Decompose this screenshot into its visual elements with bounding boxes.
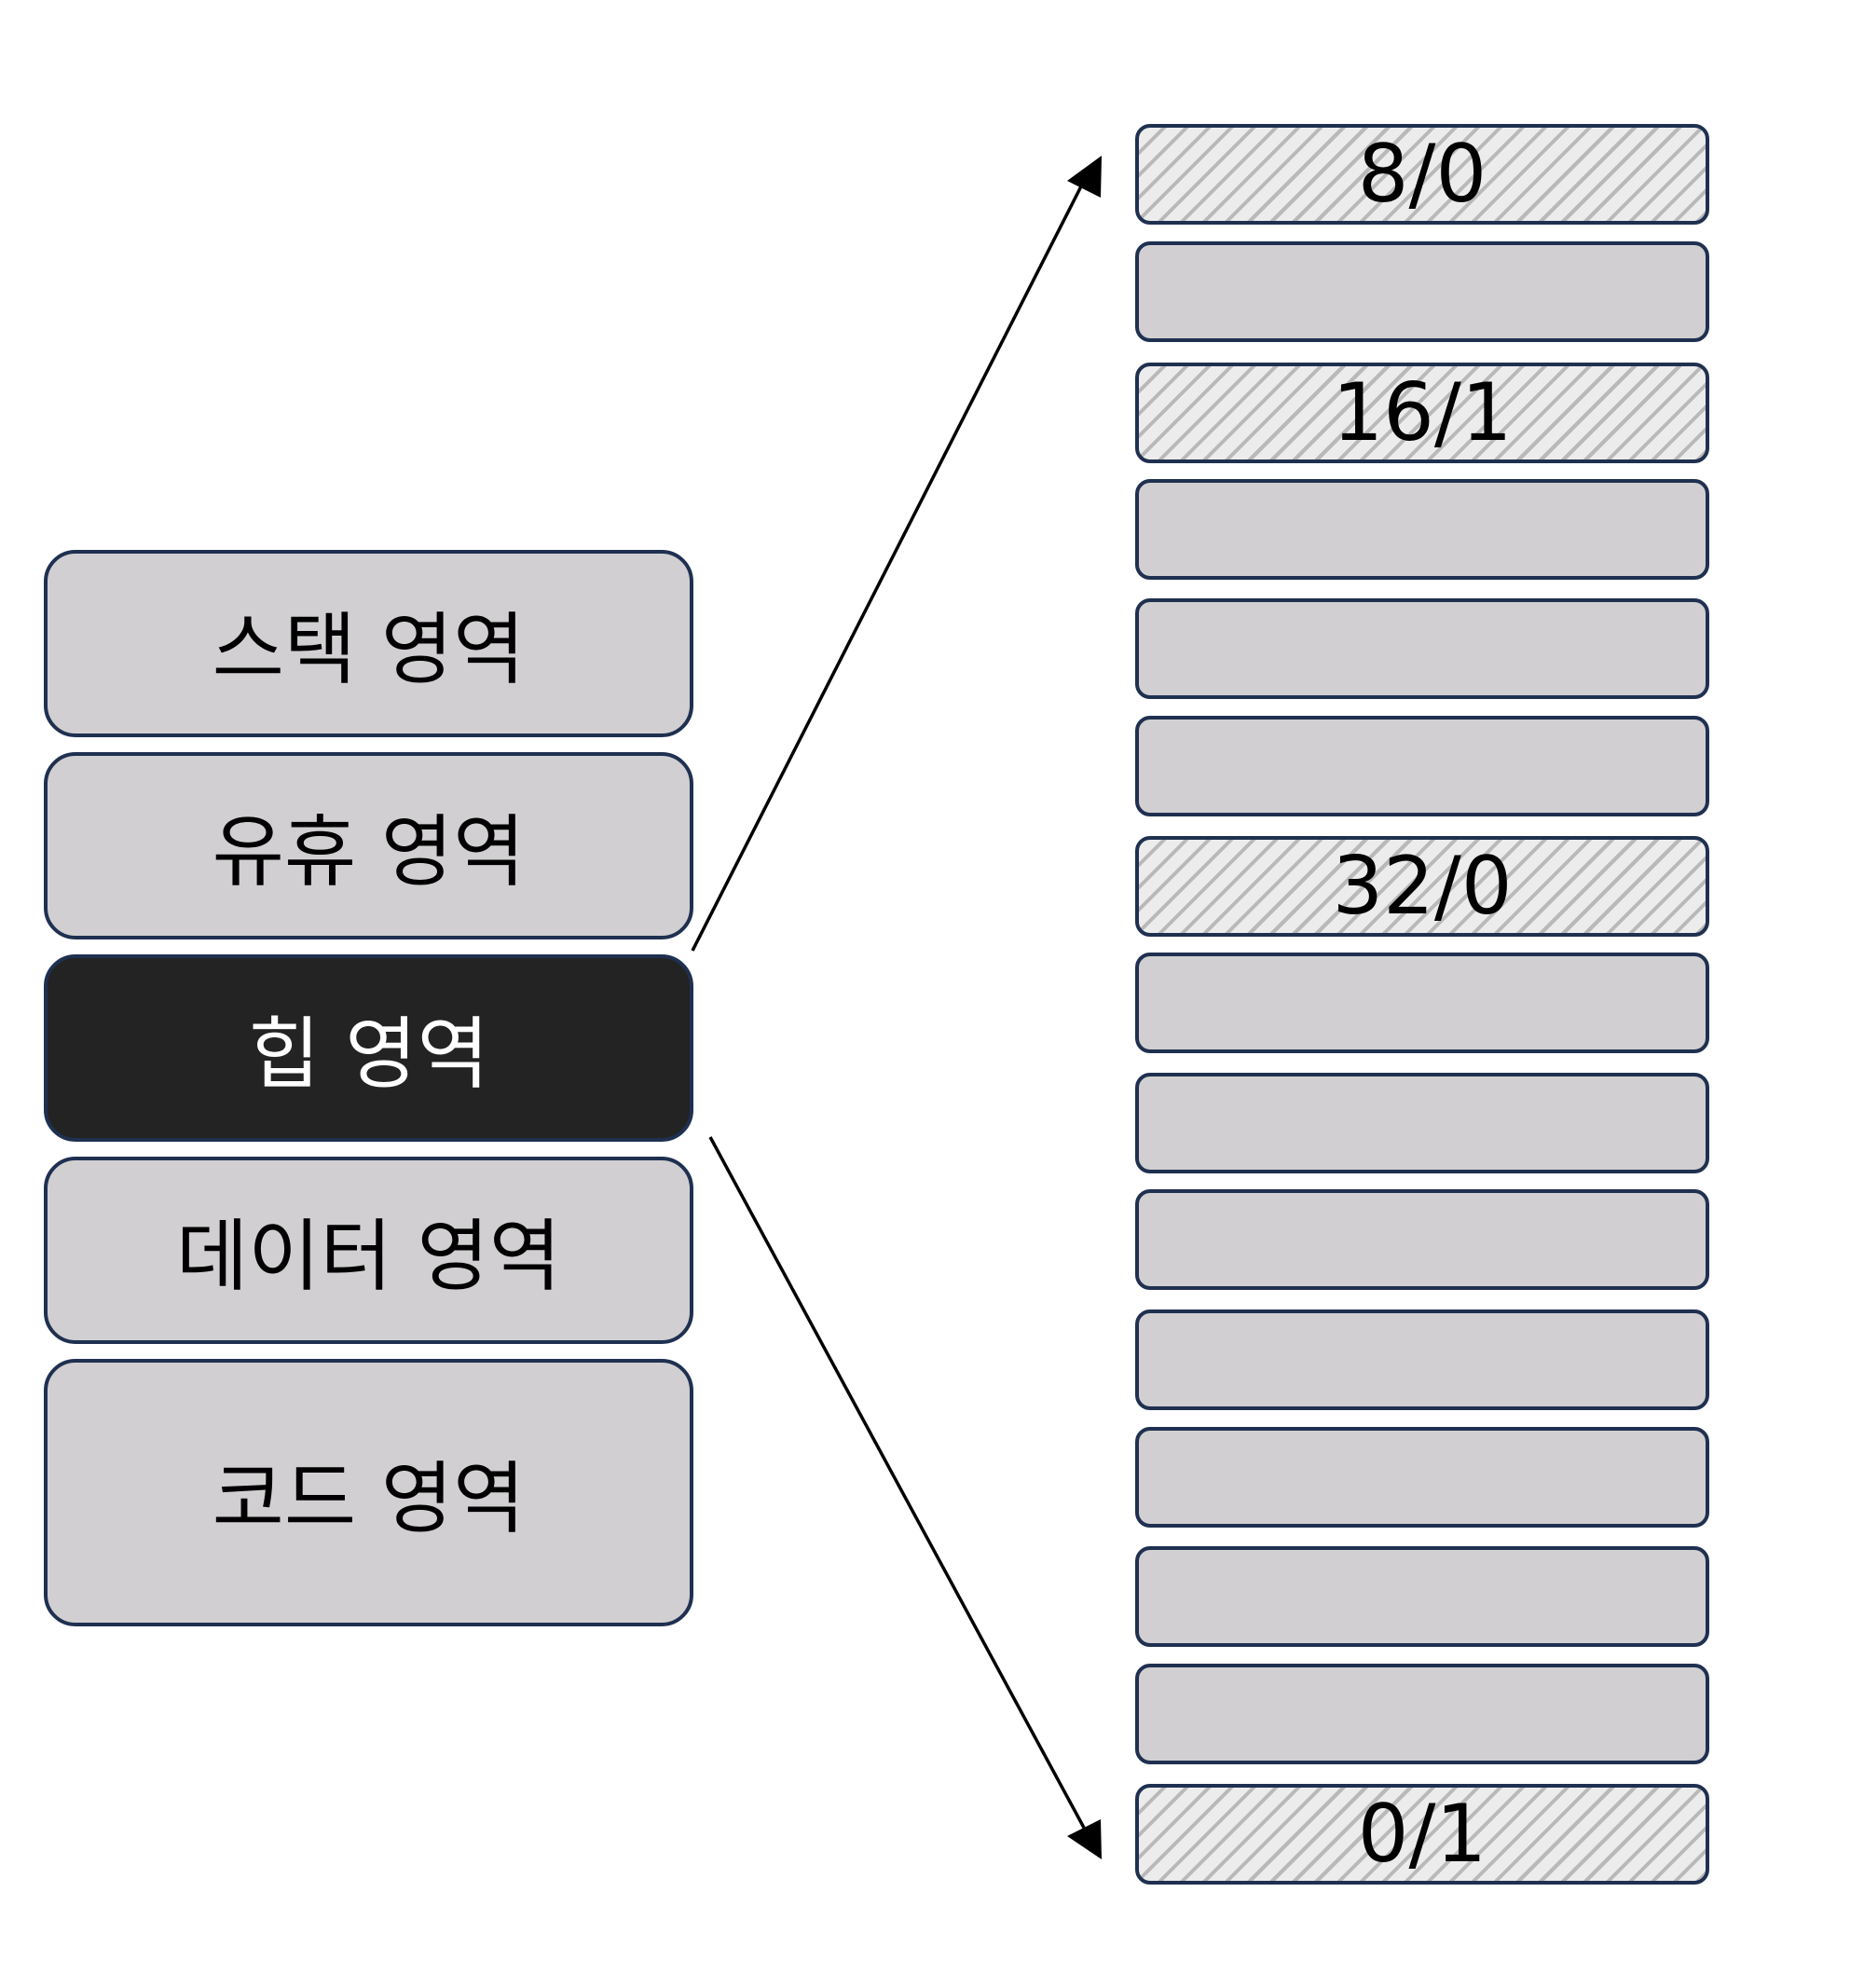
heap-block: 32/0 [1135,836,1709,937]
heap-block [1135,1189,1709,1290]
heap-block: 0/1 [1135,1784,1709,1885]
heap-block [1135,1309,1709,1410]
heap-block [1135,716,1709,816]
heap-block [1135,479,1709,580]
heap-upper-arrow [691,180,1086,952]
heap-block-label: 16/1 [1332,366,1513,459]
stack-segment: 스택 영역 [44,550,693,737]
heap-block [1135,241,1709,342]
heap-segment-label: 힙 영역 [248,1008,489,1100]
heap-lower-arrowhead [1067,1819,1102,1859]
heap-block [1135,1546,1709,1647]
free-segment: 유휴 영역 [44,752,693,939]
heap-block: 16/1 [1135,363,1709,463]
heap-block: 8/0 [1135,124,1709,225]
code-segment: 코드 영역 [44,1359,693,1626]
heap-block [1135,1427,1709,1528]
heap-block-label: 0/1 [1357,1788,1487,1881]
heap-upper-arrowhead [1067,156,1102,198]
heap-block [1135,598,1709,699]
heap-segment: 힙 영역 [44,954,693,1142]
stack-segment-label: 스택 영역 [212,604,526,695]
free-segment-label: 유휴 영역 [212,806,526,898]
heap-block [1135,1664,1709,1764]
heap-block [1135,953,1709,1053]
heap-lower-arrow [708,1136,1086,1829]
data-segment: 데이터 영역 [44,1157,693,1344]
heap-block-label: 32/0 [1332,840,1513,933]
code-segment-label: 코드 영역 [212,1453,526,1544]
heap-block-label: 8/0 [1357,128,1487,221]
data-segment-label: 데이터 영역 [175,1211,562,1302]
heap-block [1135,1073,1709,1173]
